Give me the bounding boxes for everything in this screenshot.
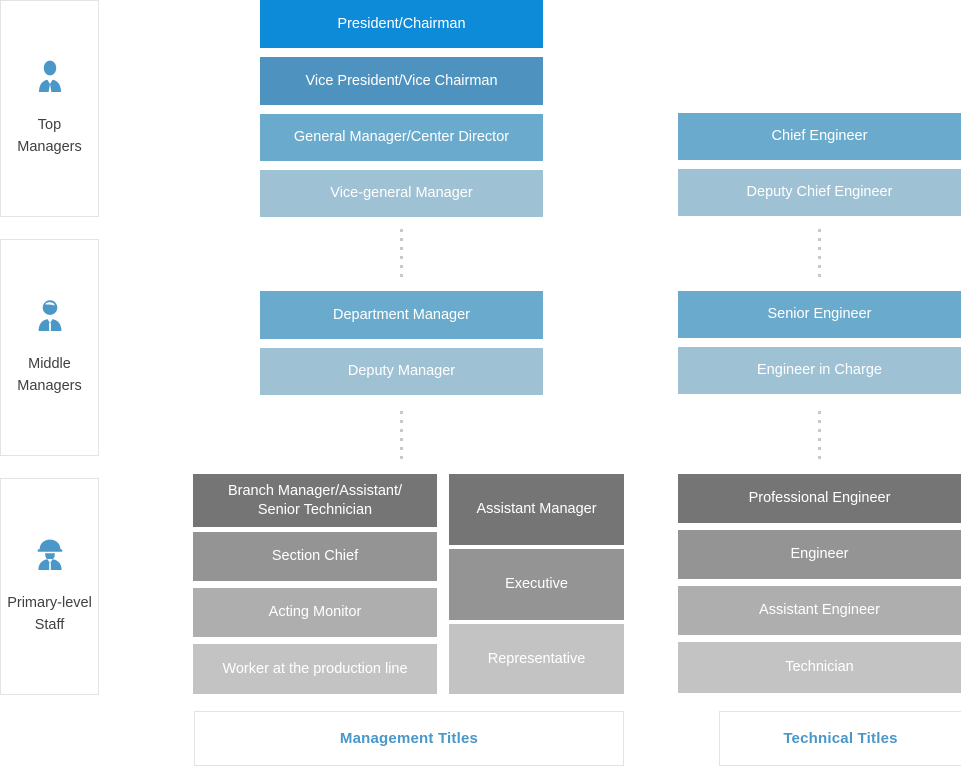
role-box[interactable]: Vice President/Vice Chairman bbox=[260, 57, 543, 105]
role-box[interactable]: Technician bbox=[678, 642, 961, 693]
legend-label: Management Titles bbox=[339, 730, 479, 747]
role-box[interactable]: General Manager/Center Director bbox=[260, 114, 543, 161]
level-card-primary-level-staff[interactable]: Primary-level Staff bbox=[0, 478, 99, 695]
legend-label: Technical Titles bbox=[783, 730, 898, 747]
manager-suit-icon bbox=[33, 59, 67, 98]
role-box[interactable]: Executive bbox=[449, 549, 624, 620]
worker-helmet-icon bbox=[33, 537, 67, 576]
role-box[interactable]: Assistant Engineer bbox=[678, 586, 961, 635]
level-card-label: Primary-level Staff bbox=[7, 595, 92, 633]
role-box[interactable]: Engineer bbox=[678, 530, 961, 579]
connector-management-middle-to-base bbox=[400, 411, 403, 461]
level-card-top-managers[interactable]: Top Managers bbox=[0, 0, 99, 217]
role-box[interactable]: Deputy Chief Engineer bbox=[678, 169, 961, 216]
role-box[interactable]: Section Chief bbox=[193, 532, 437, 581]
role-box[interactable]: Deputy Manager bbox=[260, 348, 543, 395]
role-box[interactable]: Department Manager bbox=[260, 291, 543, 339]
manager-person-icon bbox=[33, 298, 67, 337]
role-box[interactable]: Representative bbox=[449, 624, 624, 694]
role-box[interactable]: Worker at the production line bbox=[193, 644, 437, 694]
connector-technical-top-to-middle bbox=[818, 229, 821, 279]
connector-technical-middle-to-base bbox=[818, 411, 821, 461]
role-box[interactable]: Assistant Manager bbox=[449, 474, 624, 545]
level-card-label: Top Managers bbox=[17, 117, 82, 155]
role-box[interactable]: Branch Manager/Assistant/ Senior Technic… bbox=[193, 474, 437, 527]
role-box[interactable]: Engineer in Charge bbox=[678, 347, 961, 394]
role-box[interactable]: Vice-general Manager bbox=[260, 170, 543, 217]
legend-management-titles[interactable]: Management Titles bbox=[194, 711, 624, 766]
role-box[interactable]: President/Chairman bbox=[260, 0, 543, 48]
role-box[interactable]: Senior Engineer bbox=[678, 291, 961, 338]
role-box[interactable]: Chief Engineer bbox=[678, 113, 961, 160]
legend-technical-titles[interactable]: Technical Titles bbox=[719, 711, 961, 766]
connector-management-top-to-middle bbox=[400, 229, 403, 279]
role-box[interactable]: Acting Monitor bbox=[193, 588, 437, 637]
level-card-label: Middle Managers bbox=[17, 356, 82, 394]
role-box[interactable]: Professional Engineer bbox=[678, 474, 961, 523]
level-card-middle-managers[interactable]: Middle Managers bbox=[0, 239, 99, 456]
